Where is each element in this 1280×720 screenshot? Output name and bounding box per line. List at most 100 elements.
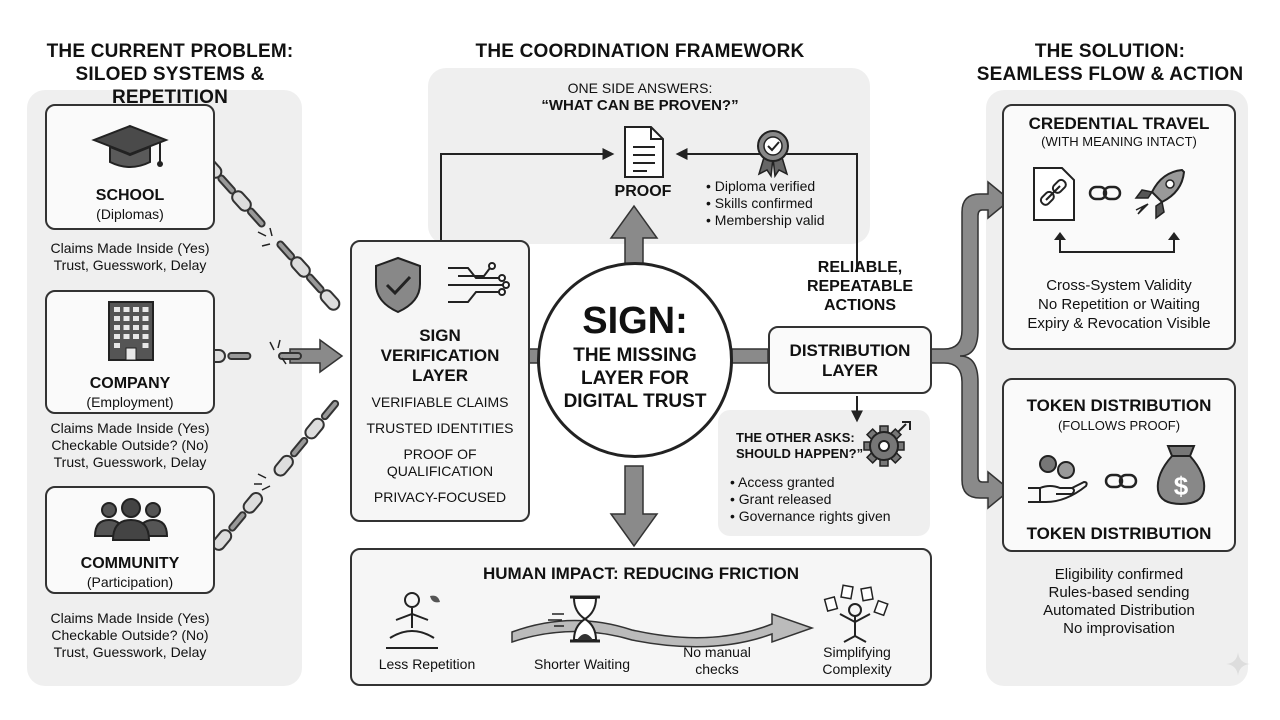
building-window	[133, 307, 139, 312]
credential-title: CREDENTIAL TRAVEL	[1028, 114, 1210, 133]
school-claims: Claims Made Inside (Yes) Trust, Guesswor…	[50, 240, 210, 273]
proof-label: PROOF	[614, 183, 672, 200]
distribution-items: Access granted Grant released Governance…	[730, 474, 930, 525]
company-chain-link	[227, 352, 252, 360]
school-sub: (Diplomas)	[96, 206, 164, 222]
building-window	[123, 325, 130, 330]
gear-icon	[863, 421, 911, 467]
rocket-icon	[1134, 168, 1186, 220]
circuit-icon	[448, 262, 510, 303]
company-claims: Claims Made Inside (Yes) Checkable Outsi…	[50, 420, 210, 470]
community-chain-link	[320, 399, 340, 421]
framework-column-title: THE COORDINATION FRAMEWORK	[475, 41, 805, 62]
impact-simplifying-complexity: Simplifying Complexity	[822, 644, 892, 677]
building-window	[142, 325, 149, 330]
company-sub: (Employment)	[86, 394, 174, 410]
company-name: COMPANY	[89, 375, 171, 392]
building-window	[142, 316, 149, 321]
core-subtitle: THE MISSING LAYER FOR DIGITAL TRUST	[563, 345, 707, 412]
juggling-person-icon	[823, 584, 889, 643]
building-window	[123, 334, 130, 339]
building-window	[142, 343, 149, 348]
money-bag-symbol: $	[1173, 471, 1189, 501]
solution-column-title: THE SOLUTION: SEAMLESS FLOW & ACTION	[976, 41, 1244, 85]
meditation-icon	[386, 592, 440, 649]
impact-less-repetition: Less Repetition	[378, 656, 476, 672]
token-sub: (FOLLOWS PROOF)	[1057, 418, 1181, 433]
proof-items: Diploma verified Skills confirmed Member…	[706, 178, 866, 229]
community-claims: Claims Made Inside (Yes) Checkable Outsi…	[50, 610, 210, 660]
school-chain-link	[305, 273, 325, 294]
community-sub: (Participation)	[86, 574, 174, 590]
verification-items: VERIFIABLE CLAIMS TRUSTED IDENTITIES PRO…	[366, 394, 514, 505]
core-circle	[537, 262, 733, 458]
impact-no-manual-checks: No manual checks	[683, 644, 751, 677]
community-box: COMMUNITY (Participation)	[45, 486, 215, 594]
return-arrow	[1054, 232, 1180, 253]
distribution-to-solution-arrows	[929, 180, 1012, 510]
building-window	[114, 334, 120, 339]
building-window	[133, 334, 139, 339]
building-window	[142, 334, 149, 339]
money-bag-icon	[1156, 445, 1206, 506]
link-document-icon	[1033, 167, 1075, 221]
award-ribbon-icon	[757, 130, 789, 179]
school-name: SCHOOL	[95, 187, 165, 204]
token-label: TOKEN DISTRIBUTION	[1026, 524, 1212, 543]
sparkle-icon	[1226, 652, 1250, 676]
human-impact-box: HUMAN IMPACT: REDUCING FRICTION Less Rep…	[350, 548, 932, 686]
office-building-icon	[108, 301, 154, 361]
core-headline: SIGN:	[582, 300, 688, 342]
human-impact-title: HUMAN IMPACT: REDUCING FRICTION	[482, 564, 800, 583]
school-chain-link	[276, 240, 296, 261]
verification-to-proof-arrow	[440, 148, 615, 252]
verification-title: SIGN VERIFICATION LAYER	[380, 326, 500, 385]
people-group-icon	[93, 498, 169, 541]
community-chain-link	[242, 492, 264, 514]
company-chain-link	[278, 352, 302, 360]
token-distribution-box: TOKEN DISTRIBUTION (FOLLOWS PROOF) $ TOK…	[1002, 378, 1236, 552]
core-to-impact-big-arrow	[609, 465, 659, 548]
shield-check-icon	[375, 256, 421, 314]
hourglass-icon	[548, 595, 600, 643]
link-icon	[1088, 185, 1122, 201]
building-window	[114, 343, 120, 348]
community-chain-link	[304, 417, 325, 440]
school-box: SCHOOL (Diplomas)	[45, 104, 215, 230]
building-window	[133, 316, 139, 321]
distribution-layer-box: DISTRIBUTION LAYER	[768, 326, 932, 394]
company-box: COMPANY (Employment)	[45, 290, 215, 414]
graduation-cap-icon	[91, 124, 169, 168]
school-chain-link	[319, 289, 341, 311]
school-chain-link	[217, 174, 237, 195]
link-icon-token	[1104, 473, 1138, 489]
credential-lines: Cross-System Validity No Repetition or W…	[1027, 277, 1211, 332]
verification-layer-box: SIGN VERIFICATION LAYER VERIFIABLE CLAIM…	[350, 240, 530, 522]
building-window	[133, 325, 139, 330]
building-window	[123, 307, 130, 312]
company-arrow	[289, 338, 344, 374]
token-lines: Eligibility confirmed Rules-based sendin…	[1043, 566, 1195, 637]
credential-travel-box: CREDENTIAL TRAVEL (WITH MEANING INTACT) …	[1002, 104, 1236, 350]
building-window	[123, 316, 130, 321]
building-window	[114, 316, 120, 321]
school-chain-link	[246, 207, 266, 228]
building-window	[114, 307, 120, 312]
distribution-layer-title: DISTRIBUTION LAYER	[789, 341, 911, 380]
hand-coins-icon	[1028, 455, 1088, 503]
actions-to-proof-arrow	[675, 148, 858, 272]
community-chain-link	[273, 454, 294, 477]
community-chain-link	[228, 511, 247, 532]
reliable-actions-label: RELIABLE, REPEATABLE ACTIONS	[806, 259, 914, 314]
proof-question: ONE SIDE ANSWERS: “WHAT CAN BE PROVEN?”	[541, 80, 739, 114]
problem-column-title: THE CURRENT PROBLEM: SILOED SYSTEMS & RE…	[46, 41, 294, 108]
building-window	[142, 307, 149, 312]
credential-sub: (WITH MEANING INTACT)	[1041, 134, 1197, 149]
impact-shorter-waiting: Shorter Waiting	[534, 656, 630, 672]
community-chain-link	[290, 436, 309, 458]
community-name: COMMUNITY	[80, 555, 180, 572]
token-title: TOKEN DISTRIBUTION	[1026, 396, 1212, 415]
distribution-ask: THE OTHER ASKS: SHOULD HAPPEN?”	[736, 430, 864, 461]
building-window	[114, 325, 120, 330]
break-sparks	[254, 227, 287, 491]
